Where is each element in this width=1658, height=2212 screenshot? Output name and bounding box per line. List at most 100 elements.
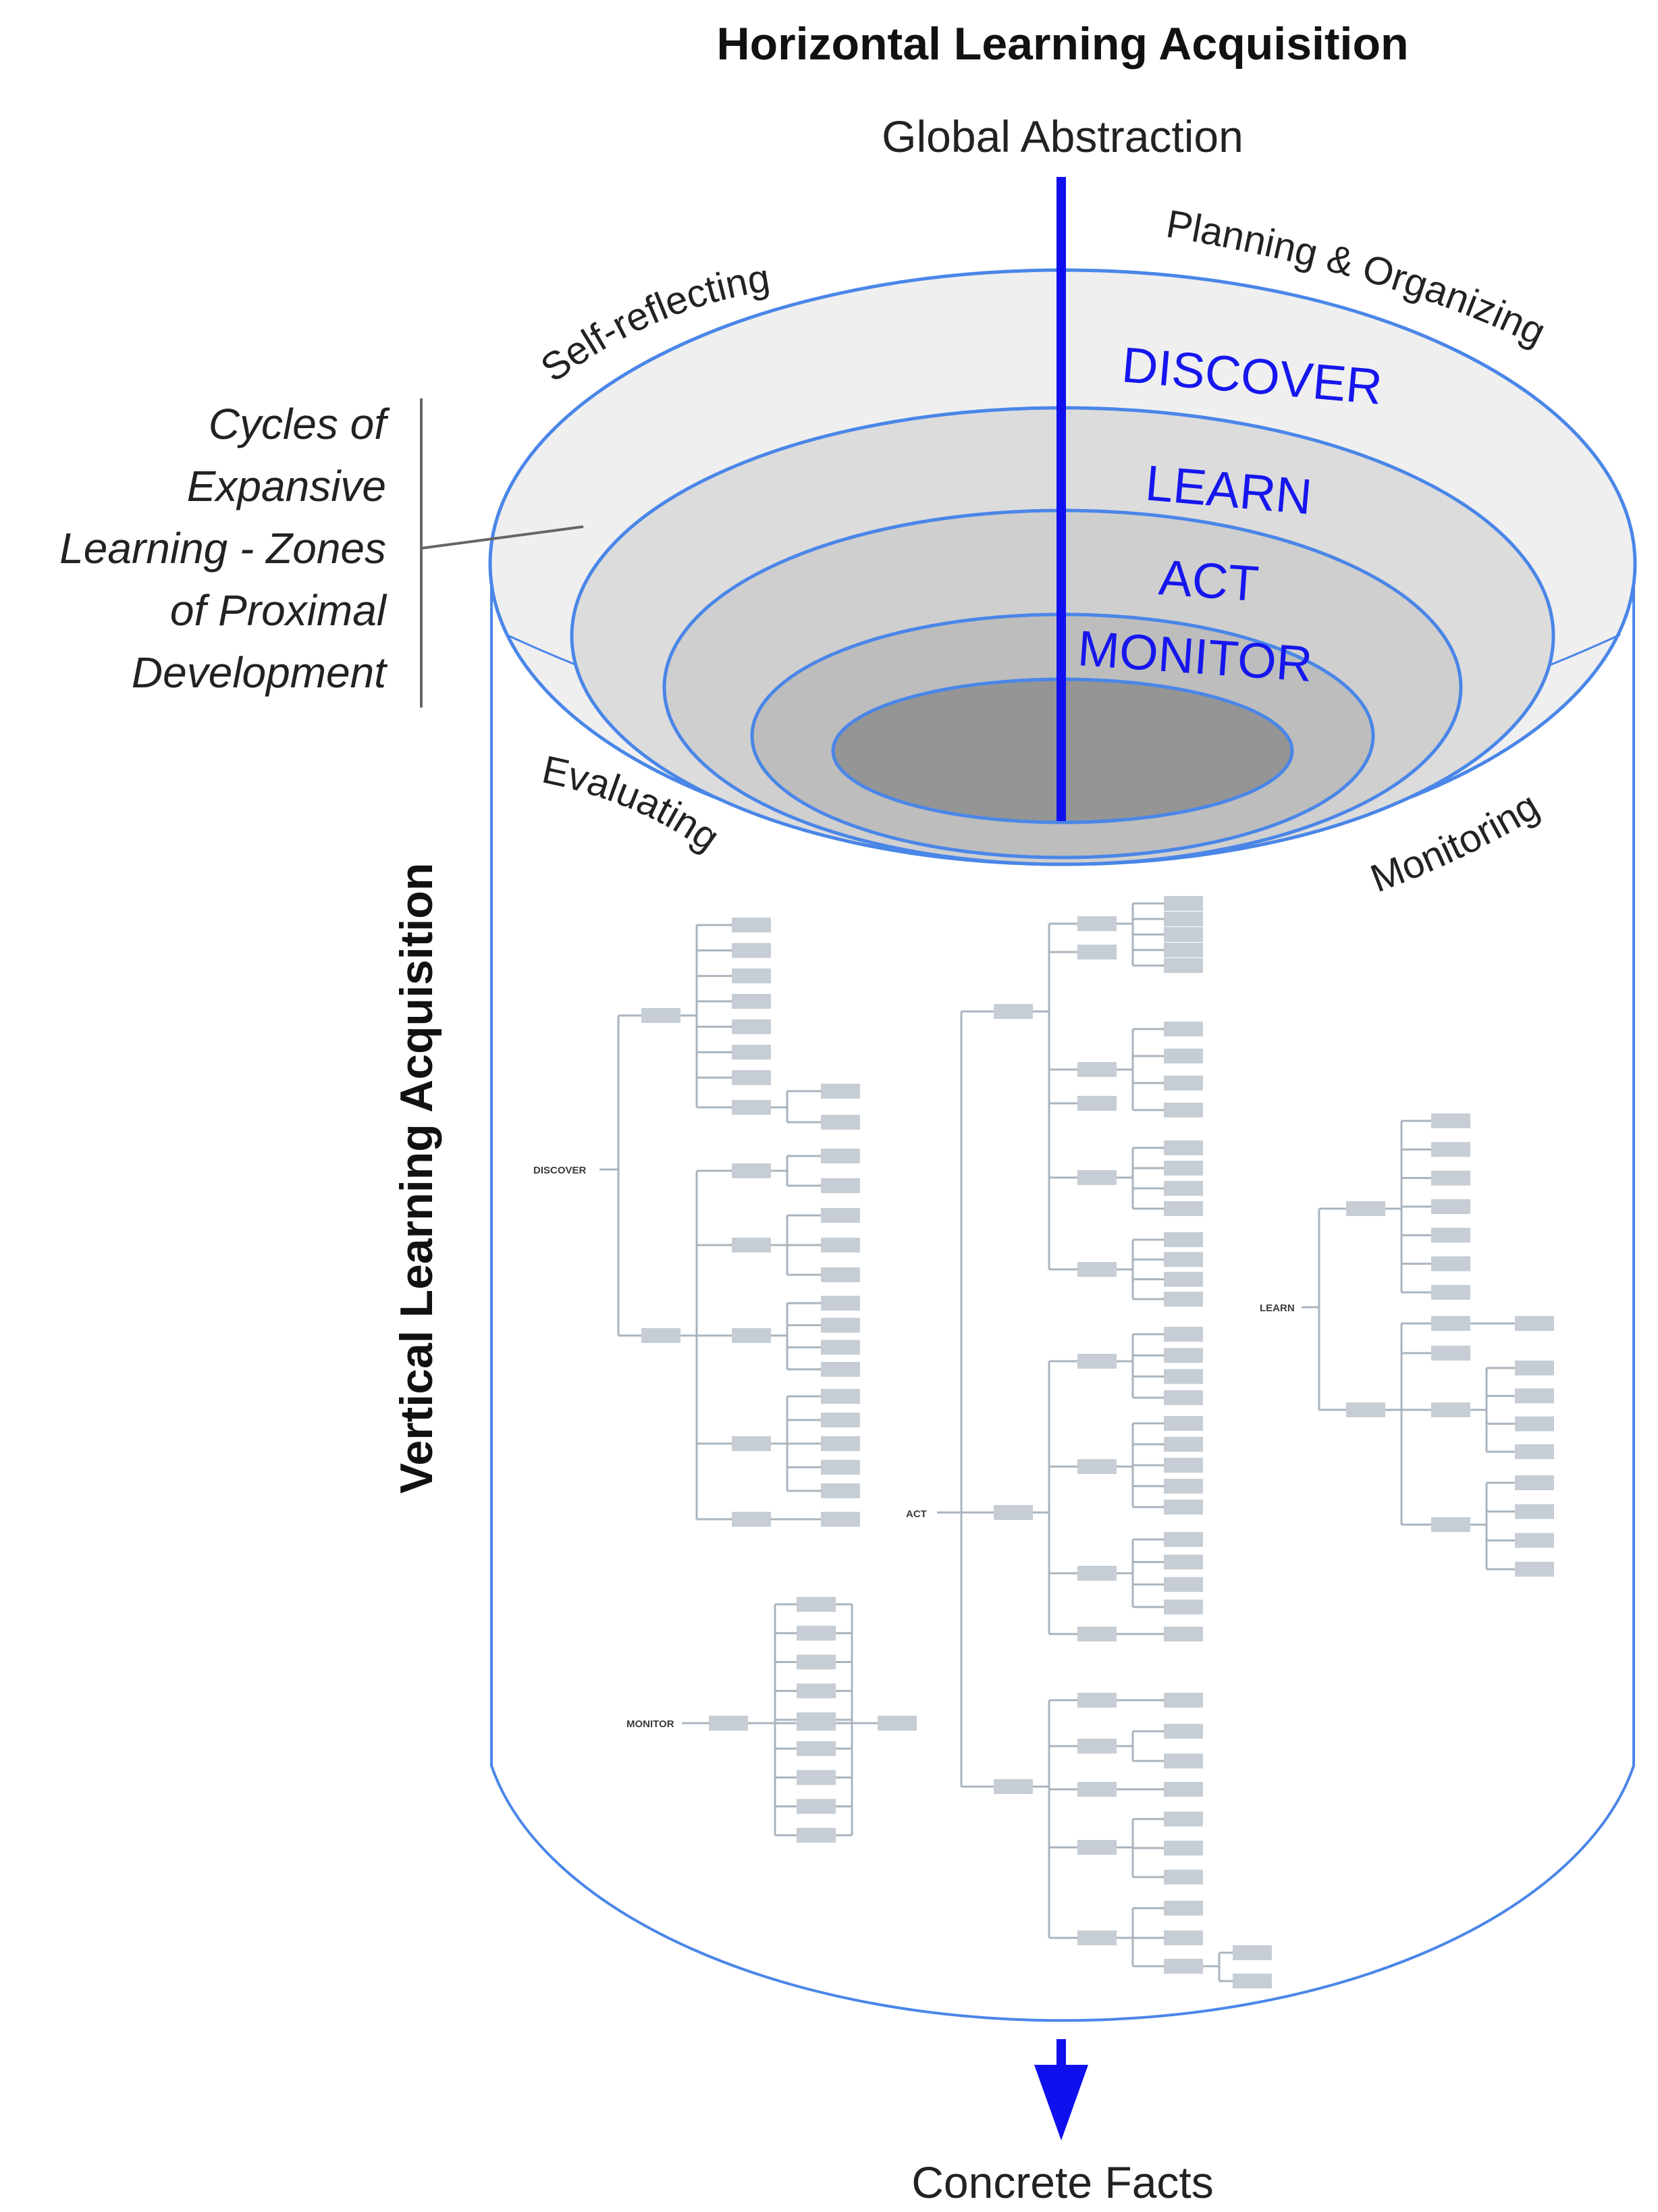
zone-label-act: ACT [1157,549,1260,612]
tree-node-box [1164,1458,1203,1473]
tree-node-box [1164,1959,1203,1974]
tree-node-box [1077,1062,1117,1077]
tree-node-box [1515,1361,1554,1375]
tree-node-box [797,1799,836,1814]
tree-node-box [994,1004,1033,1019]
tree-node-box [1164,1901,1203,1916]
tree-node-box [1077,1930,1117,1945]
tree-node-box [1164,1870,1203,1885]
tree-node-box [1077,1840,1117,1855]
tree-node-box [641,1328,680,1343]
tree-node-box [732,994,771,1009]
tree-node-box [1077,1096,1117,1111]
tree-node-box [797,1654,836,1670]
tree-node-box [732,1163,771,1178]
tree-node-box [821,1208,860,1223]
tree-node-box [821,1362,860,1377]
tree-node-box [641,1008,680,1023]
tree-root-act: ACT [906,1508,927,1520]
tree-node-box [732,968,771,984]
tree-node-box [1233,1945,1272,1960]
tree-node-box [797,1625,836,1641]
tree-node-box [1346,1201,1385,1216]
tree-node-box [821,1296,860,1311]
tree-node-box [821,1460,860,1475]
tree-node-box [732,1512,771,1527]
tree-node-box [1164,1049,1203,1063]
tree-node-box [1164,1271,1203,1287]
tree-node-box [1431,1142,1470,1157]
tree-node-box [1515,1533,1554,1548]
tree-node-box [1077,945,1117,959]
tree-node-box [797,1828,836,1843]
axis-arrowhead [1034,2065,1088,2140]
tree-node-box [821,1084,860,1099]
discover-tree [599,918,860,1527]
chart-title: Horizontal Learning Acquisition [716,18,1408,70]
tree-node-box [1164,1437,1203,1452]
tree-node-box [732,1328,771,1343]
tree-node-box [1164,958,1203,973]
tree-node-box [821,1238,860,1253]
tree-node-box [1164,1022,1203,1036]
tree-node-box [797,1597,836,1612]
tree-node-box [821,1178,860,1193]
tree-node-box [797,1683,836,1699]
tree-node-box [732,1045,771,1060]
tree-root-learn: LEARN [1260,1302,1295,1314]
tree-node-box [732,1238,771,1253]
tree-node-box [1164,1292,1203,1307]
tree-node-box [1515,1316,1554,1331]
tree-node-box [821,1389,860,1404]
tree-node-box [1164,1348,1203,1363]
tree-node-box [1164,1930,1203,1945]
tree-node-box [709,1716,748,1731]
tree-node-box [1164,1201,1203,1216]
tree-node-box [1077,1262,1117,1277]
tree-node-box [1164,1782,1203,1797]
annotation-line: Expansive [187,462,386,510]
tree-node-box [1077,1566,1117,1581]
tree-node-box [1431,1199,1470,1214]
learn-tree [1302,1113,1554,1577]
tree-node-box [1077,1782,1117,1797]
tree-node-box [1431,1517,1470,1532]
tree-node-box [1431,1285,1470,1300]
tree-root-monitor: MONITOR [626,1718,674,1730]
zones-annotation: Cycles of Expansive Learning - Zones of … [59,398,584,708]
tree-node-box [1164,1554,1203,1570]
tree-node-box [1164,1161,1203,1176]
tree-node-box [821,1413,860,1427]
tree-node-box [1431,1346,1470,1361]
tree-node-box [1164,1390,1203,1405]
tree-node-box [1431,1316,1470,1331]
tree-node-box [1164,1812,1203,1826]
tree-node-box [994,1779,1033,1794]
tree-node-box [1077,916,1117,931]
tree-node-box [732,1100,771,1115]
tree-node-box [1164,1841,1203,1855]
annotation-line: Cycles of [209,400,390,448]
tree-node-box [1164,1140,1203,1155]
vertical-axis-title: Vertical Learning Acquisition [391,863,442,1494]
tree-node-box [1346,1402,1385,1417]
tree-node-box [1164,1327,1203,1342]
tree-node-box [1164,1532,1203,1547]
annotation-line: Development [132,648,387,697]
tree-node-box [1164,1577,1203,1592]
tree-node-box [1164,927,1203,942]
tree-root-discover: DISCOVER [533,1165,587,1176]
tree-node-box [797,1770,836,1785]
tree-node-box [1077,1627,1117,1641]
tree-node-box [1515,1562,1554,1577]
tree-node-box [1164,943,1203,957]
tree-node-box [1164,1232,1203,1247]
tree-node-box [1233,1974,1272,1989]
tree-node-box [821,1436,860,1451]
cylinder-body [490,571,1635,2022]
tree-node-box [1515,1475,1554,1490]
monitor-tree [682,1597,917,1843]
tree-node-box [1515,1416,1554,1431]
tree-node-box [1431,1170,1470,1186]
tree-node-box [1515,1504,1554,1519]
